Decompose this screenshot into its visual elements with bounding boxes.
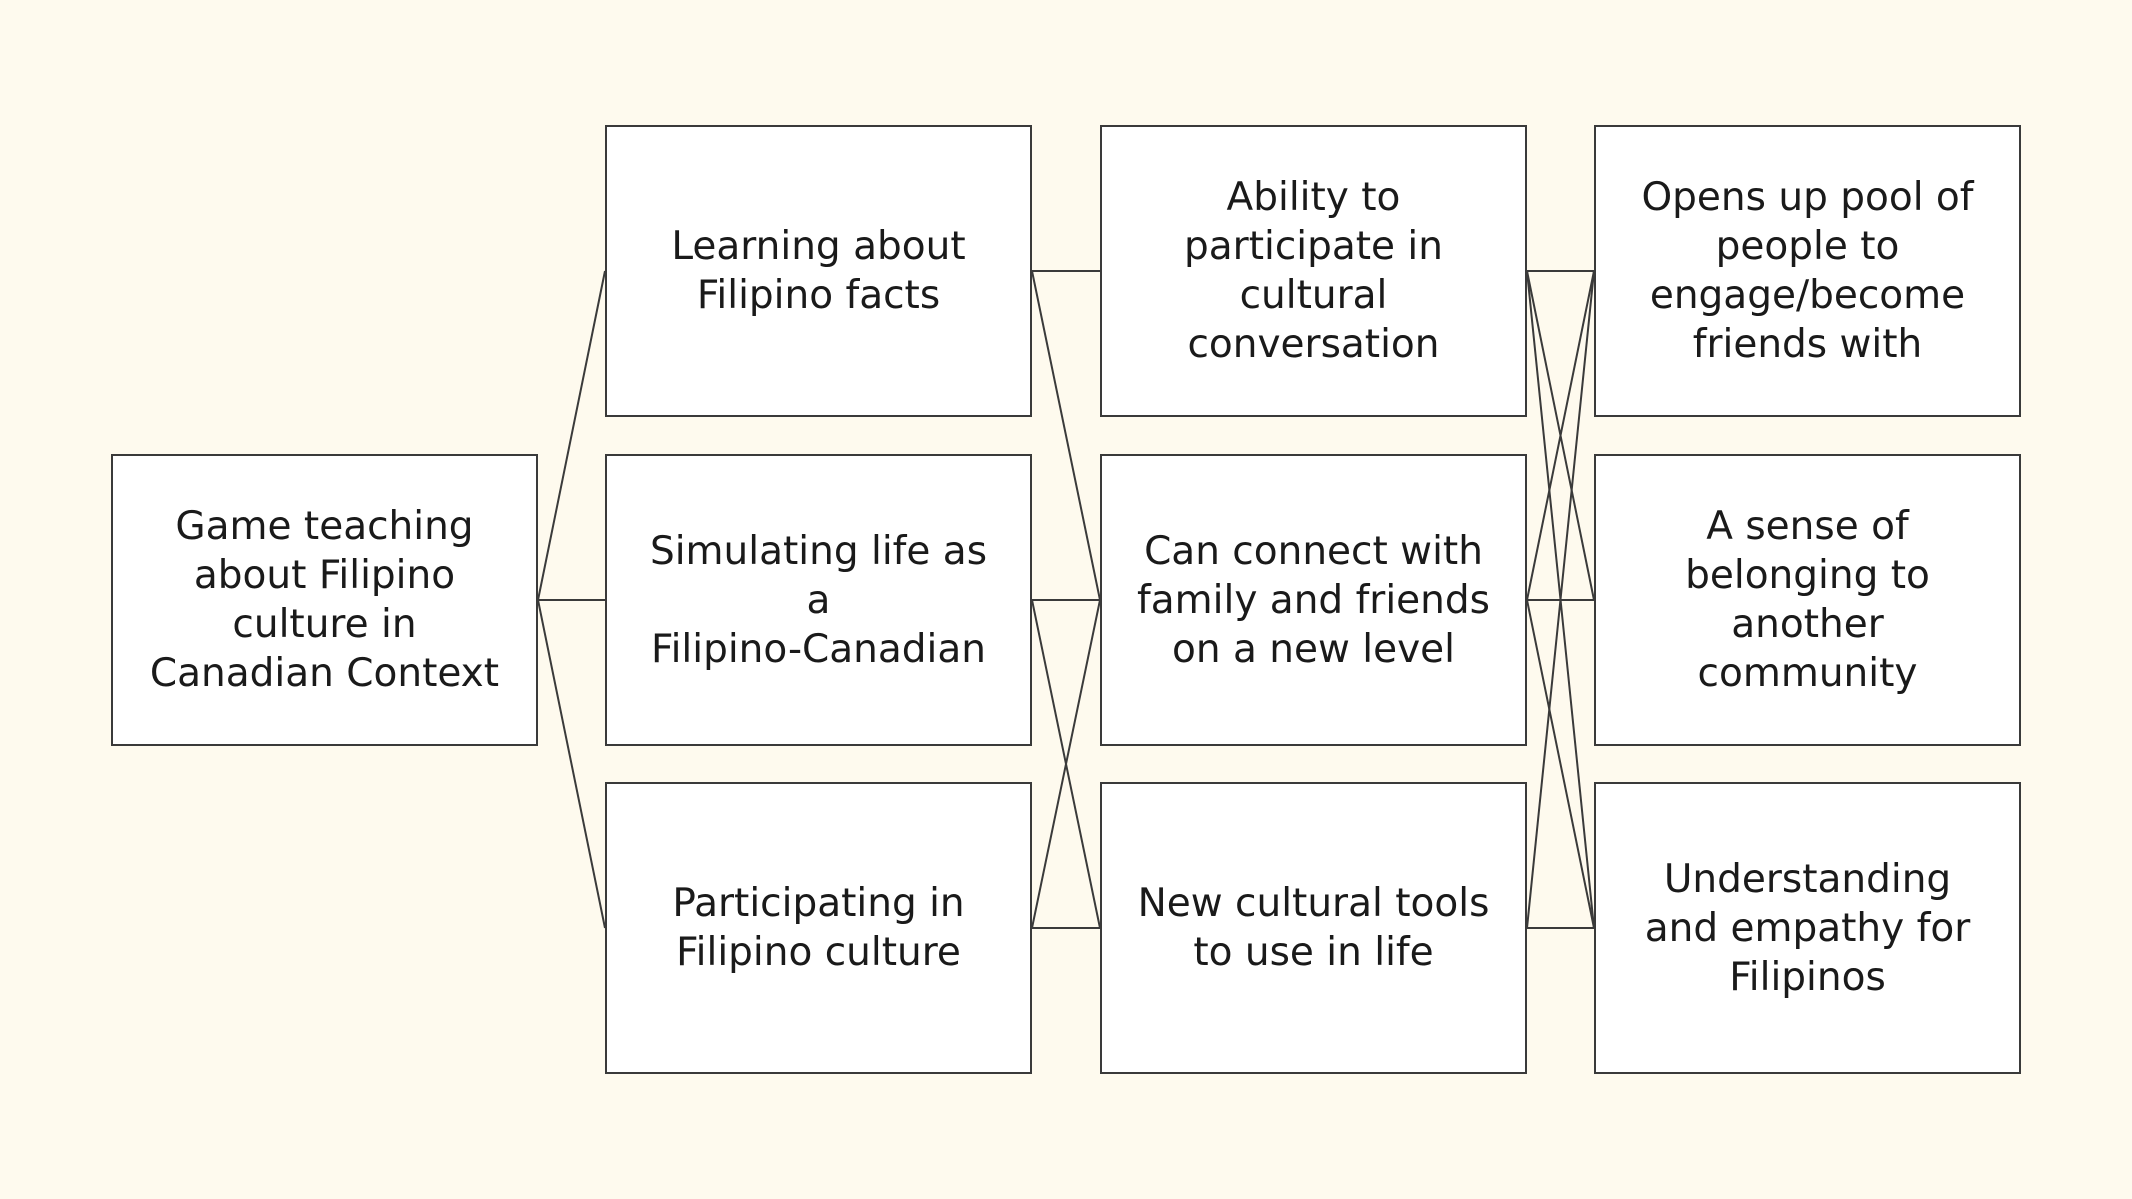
node-simulating-life: Simulating life as a Filipino-Canadian <box>605 454 1032 746</box>
node-connect-family-friends: Can connect with family and friends on a… <box>1100 454 1527 746</box>
node-participating-culture: Participating in Filipino culture <box>605 782 1032 1074</box>
node-ability-to-participate: Ability to participate in cultural conve… <box>1100 125 1527 417</box>
node-opens-pool-of-people: Opens up pool of people to engage/become… <box>1594 125 2021 417</box>
node-connect-family-friends-label: Can connect with family and friends on a… <box>1137 528 1490 672</box>
connector-tools-to-opens <box>1526 270 1595 929</box>
node-opens-pool-of-people-label: Opens up pool of people to engage/become… <box>1641 175 1974 367</box>
node-ability-to-participate-label: Ability to participate in cultural conve… <box>1184 175 1443 367</box>
root-node-game-teaching: Game teaching about Filipino culture in … <box>111 454 538 746</box>
connector-connect-to-understanding <box>1526 599 1595 929</box>
node-learning-facts: Learning about Filipino facts <box>605 125 1032 417</box>
node-understanding-empathy-label: Understanding and empathy for Filipinos <box>1644 856 1971 1000</box>
root-node-label: Game teaching about Filipino culture in … <box>149 504 500 696</box>
node-learning-facts-label: Learning about Filipino facts <box>671 224 966 318</box>
node-sense-of-belonging-label: A sense of belonging to another communit… <box>1685 504 1930 696</box>
connector-root-to-learning <box>537 270 606 601</box>
node-cultural-tools-label: New cultural tools to use in life <box>1137 881 1490 975</box>
connector-participating-to-connect <box>1031 599 1101 929</box>
connector-root-to-participating <box>537 599 606 929</box>
node-participating-culture-label: Participating in Filipino culture <box>672 881 965 975</box>
node-cultural-tools: New cultural tools to use in life <box>1100 782 1527 1074</box>
node-understanding-empathy: Understanding and empathy for Filipinos <box>1594 782 2021 1074</box>
node-sense-of-belonging: A sense of belonging to another communit… <box>1594 454 2021 746</box>
connector-connect-to-opens <box>1526 270 1595 601</box>
connector-learning-to-connect <box>1031 270 1101 601</box>
node-simulating-life-label: Simulating life as a Filipino-Canadian <box>649 528 988 672</box>
